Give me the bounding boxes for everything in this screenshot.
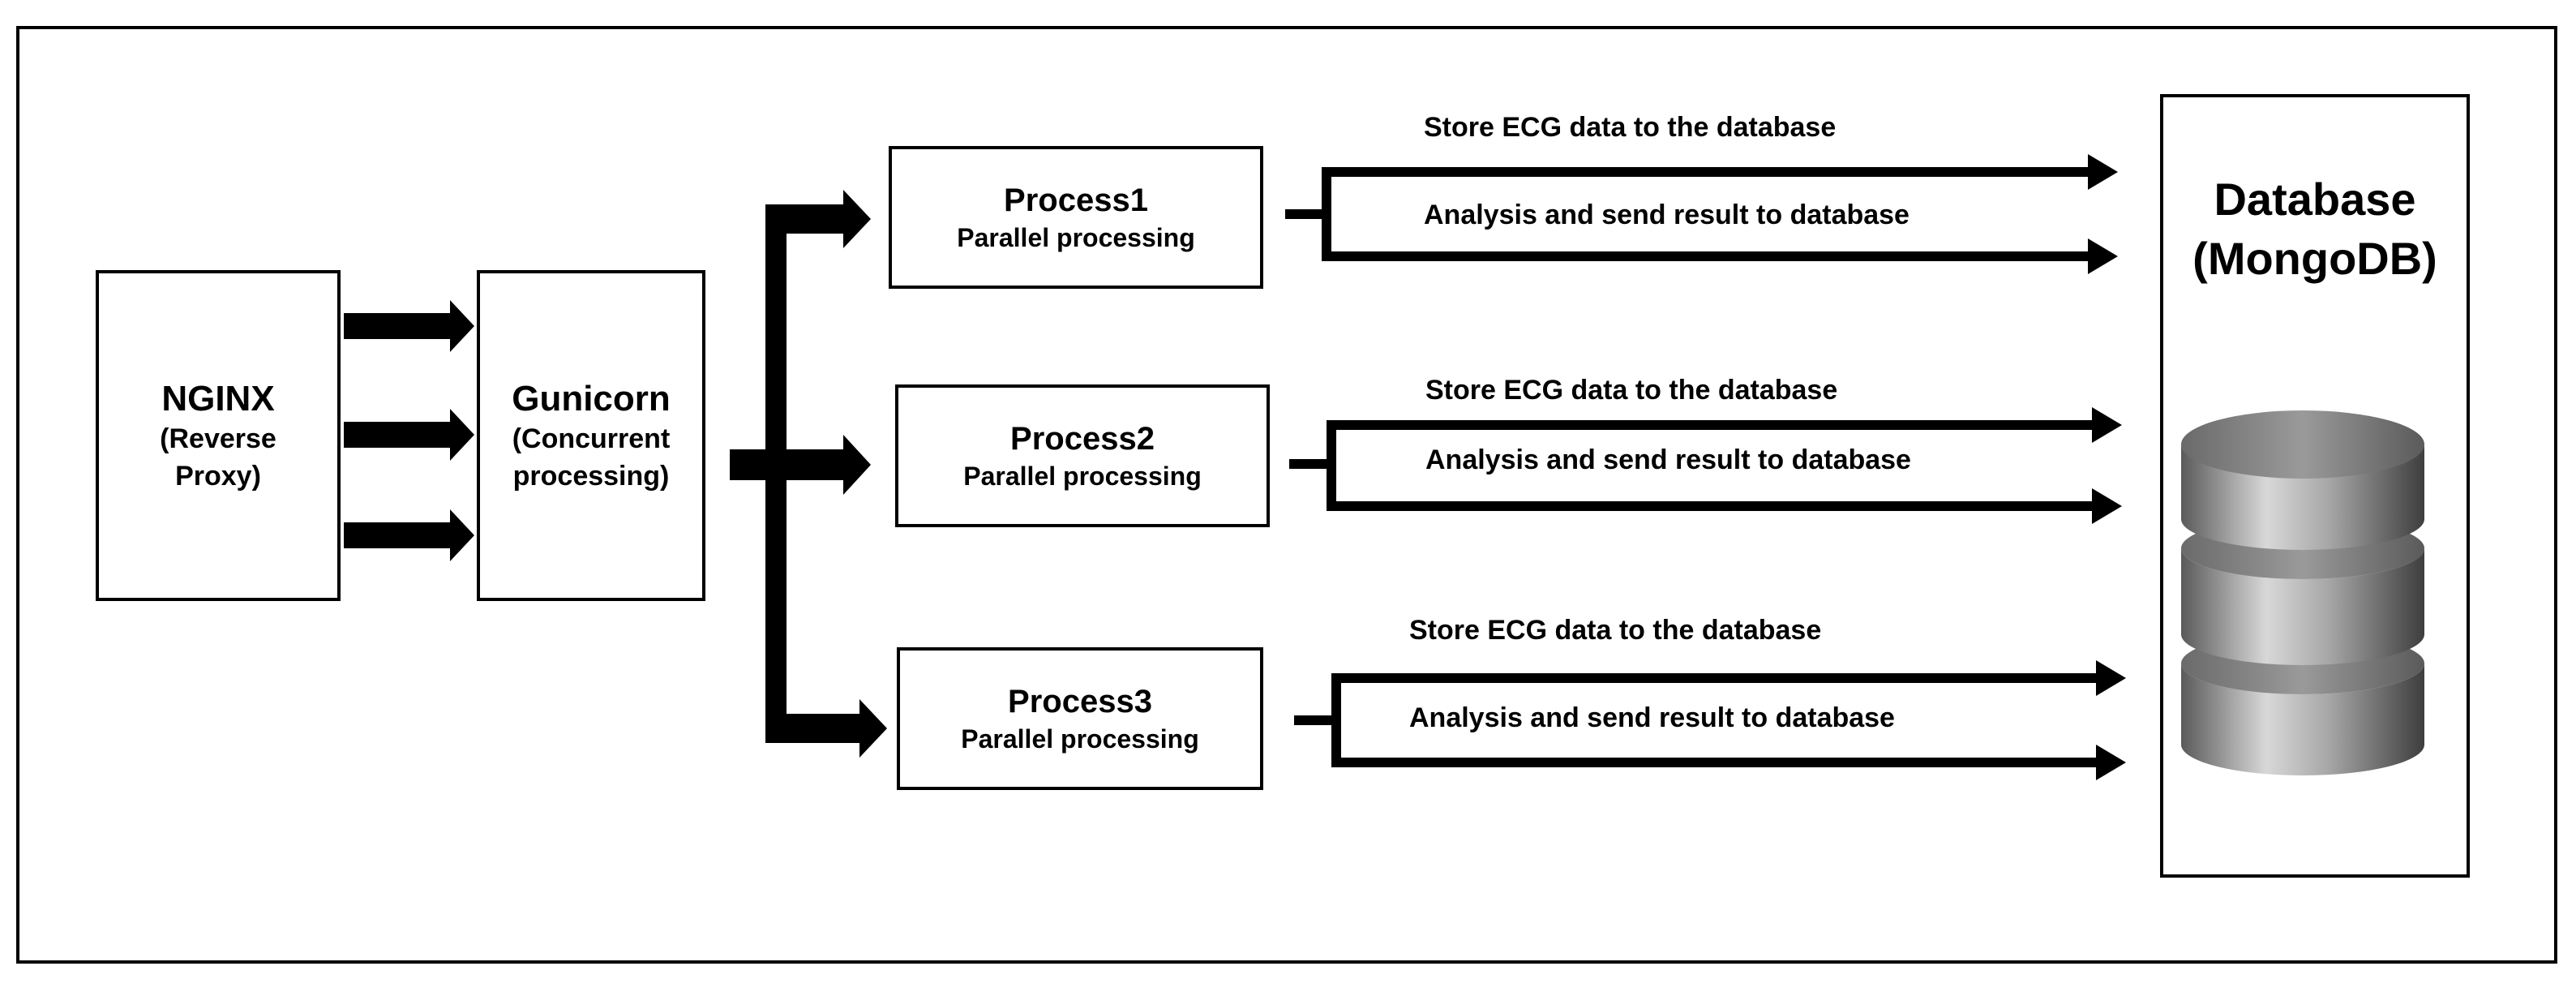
edge3-analysis-label: Analysis and send result to database: [1409, 702, 1895, 733]
process2-title: Process2: [1010, 421, 1155, 457]
process1-output-bracket: [1285, 154, 2118, 274]
process1-title: Process1: [1004, 183, 1148, 219]
process3-title: Process3: [1008, 684, 1152, 720]
process1-subtitle: Parallel processing: [957, 223, 1195, 253]
process3-output-bracket: [1294, 660, 2126, 780]
edge2-store-label: Store ECG data to the database: [1425, 375, 1838, 406]
edge3-store-label: Store ECG data to the database: [1409, 615, 1822, 646]
gunicorn-subtitle: (Concurrent processing): [512, 423, 671, 492]
database-subtitle: (MongoDB): [2192, 232, 2437, 284]
nginx-title: NGINX: [161, 378, 275, 419]
gunicorn-title: Gunicorn: [512, 378, 671, 419]
edge2-analysis-label: Analysis and send result to database: [1425, 444, 1911, 475]
process1-box: Process1 Parallel processing: [889, 146, 1263, 289]
gunicorn-to-process-fork: [730, 190, 887, 758]
process2-output-bracket: [1289, 407, 2122, 524]
block-arrow-1: [344, 300, 474, 352]
block-arrow-2: [344, 409, 474, 461]
edge1-analysis-label: Analysis and send result to database: [1424, 200, 1909, 230]
process3-box: Process3 Parallel processing: [897, 647, 1263, 790]
nginx-to-gunicorn-arrows: [344, 300, 474, 561]
outer-frame: [16, 26, 2557, 964]
edge1-store-label: Store ECG data to the database: [1424, 112, 1837, 143]
nginx-subtitle: (Reverse Proxy): [160, 423, 276, 492]
block-arrow-3: [344, 509, 474, 561]
gunicorn-box: Gunicorn (Concurrent processing): [477, 270, 705, 601]
database-title: Database: [2214, 174, 2416, 225]
process3-subtitle: Parallel processing: [961, 724, 1199, 754]
cylinder-database-icon: [2181, 410, 2424, 775]
nginx-box: NGINX (Reverse Proxy): [96, 270, 341, 601]
process2-subtitle: Parallel processing: [963, 462, 1202, 492]
database-box: Database (MongoDB): [2160, 94, 2470, 878]
process2-box: Process2 Parallel processing: [895, 384, 1270, 527]
